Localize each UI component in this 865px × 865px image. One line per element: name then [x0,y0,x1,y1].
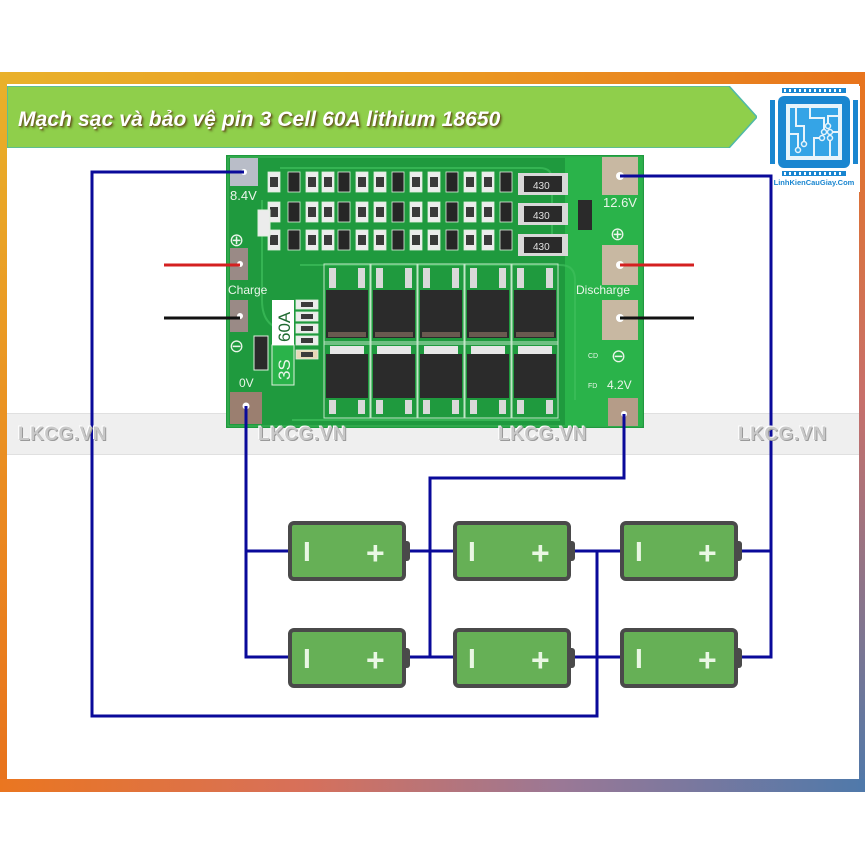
smd-part [391,229,405,251]
brand-logo [768,86,860,192]
page-title: Mạch sạc và bảo vệ pin 3 Cell 60A lithiu… [18,108,501,131]
battery-positive-symbol: + [531,535,550,571]
watermark: LKCG.VN [738,424,827,445]
label-fd: FD [588,383,597,390]
battery-positive-symbol: + [366,642,385,678]
battery-positive-symbol: + [531,642,550,678]
mosfet [370,341,418,419]
circuit-chip-icon [770,88,858,176]
model-current: 60A [275,311,294,342]
smd-components [253,171,513,371]
label-charge-plus: ⊕ [229,230,244,250]
battery-negative-symbol: I [303,643,311,674]
mosfet [323,341,371,419]
battery-cell: I+ [620,628,742,688]
mosfet [323,263,371,345]
frame-right-border [859,72,865,792]
label-discharge-minus: ⊖ [611,346,626,366]
battery-body [453,521,571,581]
label-8v4: 8.4V [230,188,257,203]
smd-part [499,201,513,223]
watermark: LKCG.VN [498,424,587,445]
battery-body [288,521,406,581]
mosfet [417,263,465,345]
battery-cell: I+ [288,521,410,581]
smd-part [337,229,351,251]
smd-part [287,229,301,251]
frame-top-border [0,72,865,84]
resistor-label-3: 430 [533,242,550,253]
shunt-resistors: 430 430 430 [518,173,592,256]
battery-positive-symbol: + [698,535,717,571]
model-series: 3S [275,359,294,380]
smd-part [337,201,351,223]
label-0v: 0V [239,376,254,390]
smd-part [253,335,269,371]
smd-part [391,201,405,223]
mosfet-array [323,263,559,419]
battery-negative-symbol: I [635,536,643,567]
battery-cell: I+ [288,628,410,688]
label-cd: CD [588,353,598,360]
battery-body [288,628,406,688]
battery-negative-symbol: I [468,536,476,567]
battery-cell: I+ [453,521,575,581]
battery-body [620,628,738,688]
label-charge: Charge [228,283,268,297]
watermark: LKCG.VN [258,424,347,445]
wire-4v2-balance [428,414,626,657]
mosfet [511,341,559,419]
mosfet [417,341,465,419]
wire-12v6-balance [620,174,773,659]
label-12v6: 12.6V [603,195,637,210]
smd-part [257,209,271,237]
label-4v2: 4.2V [607,378,632,392]
title-banner [7,86,757,148]
battery-negative-symbol: I [303,536,311,567]
smd-part [445,229,459,251]
diode [578,200,592,230]
wire-8v4-balance [90,170,599,718]
battery-positive-symbol: + [366,535,385,571]
battery-body [453,628,571,688]
mosfet [370,263,418,345]
label-discharge-plus: ⊕ [610,224,625,244]
battery-negative-symbol: I [468,643,476,674]
brand-logo-text: LinhKienCauGiay.Com [773,178,855,187]
battery-body [620,521,738,581]
label-charge-minus: ⊖ [229,336,244,356]
smd-part [445,171,459,193]
battery-positive-symbol: + [698,642,717,678]
bms-board: 8.4V ⊕ Charge ⊖ 0V 12.6V ⊕ Discharge ⊖ 4… [226,155,644,428]
pcb-right-strip [565,157,642,426]
battery-negative-symbol: I [635,643,643,674]
smd-part [499,171,513,193]
model-label: 3S 60A [271,300,295,386]
label-discharge: Discharge [576,283,630,297]
smd-part [499,229,513,251]
mosfet [464,341,512,419]
battery-cell: I+ [620,521,742,581]
smd-part [287,171,301,193]
frame-left-border [0,72,7,792]
smd-part [287,201,301,223]
frame-bottom-border [0,779,865,792]
mosfet [511,263,559,345]
watermark: LKCG.VN [18,424,107,445]
wire-0v-balance [244,406,290,659]
smd-part [337,171,351,193]
mosfet [464,263,512,345]
resistor-label-2: 430 [533,211,550,222]
battery-pack: I+I+I+I+I+I+ [288,521,742,688]
smd-part [445,201,459,223]
battery-cell: I+ [453,628,575,688]
resistor-label-1: 430 [533,181,550,192]
smd-part [391,171,405,193]
